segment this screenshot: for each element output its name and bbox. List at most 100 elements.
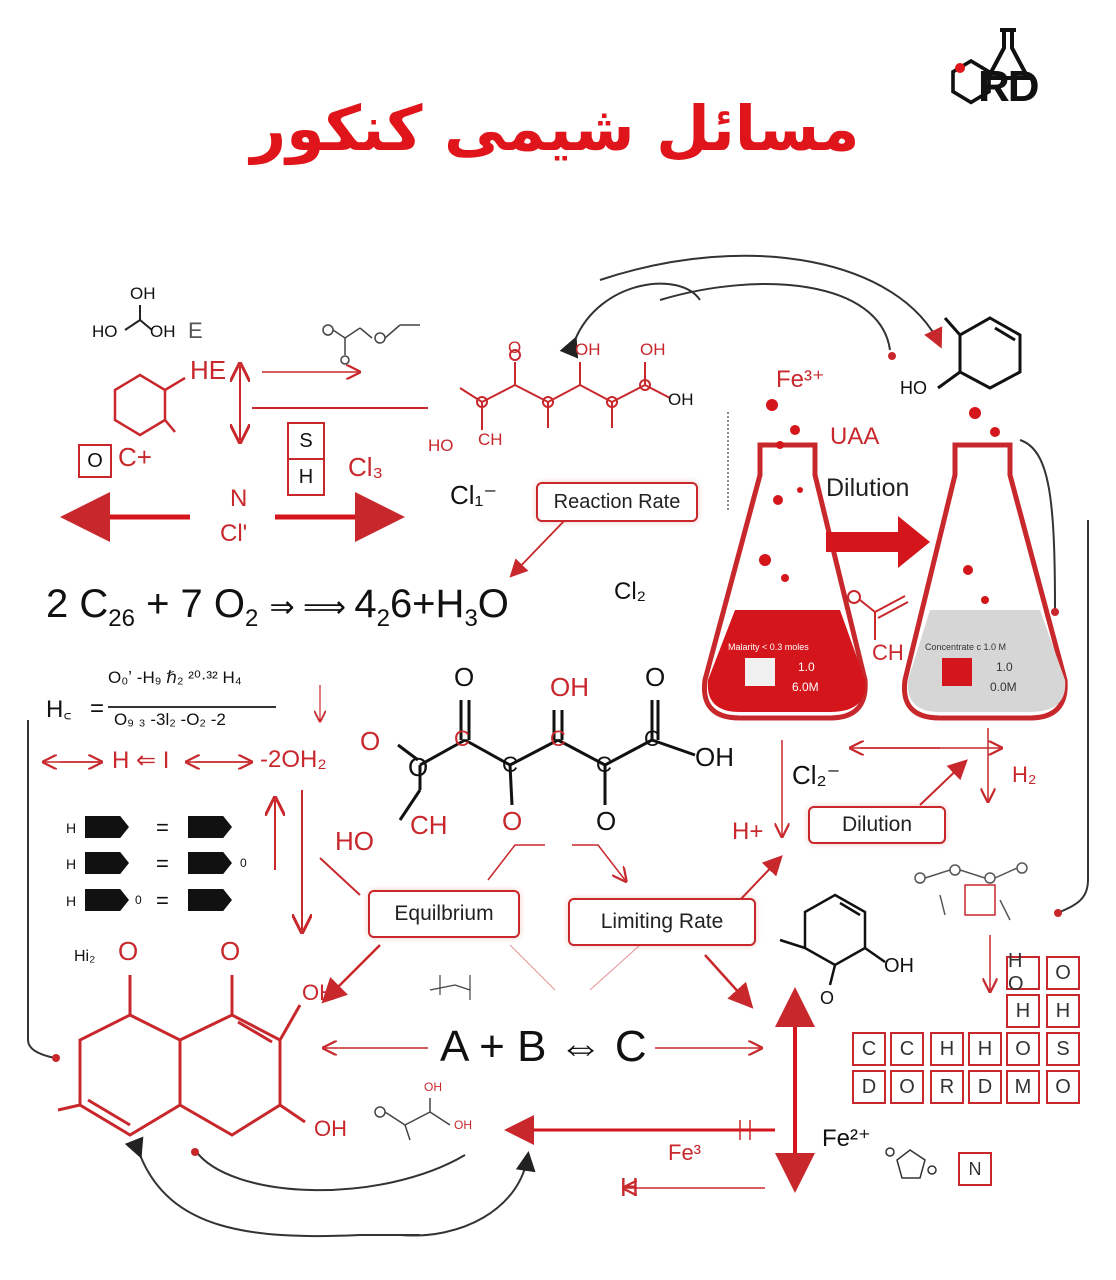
label-hoch-top: HO — [428, 436, 454, 455]
cyclohexenol-top-right — [937, 316, 1022, 390]
label-uaa: UAA — [830, 423, 880, 450]
label-oh-br: OH — [884, 955, 914, 977]
label-o-bl2: O — [220, 936, 241, 966]
cyclohexenol-bottom-right — [779, 893, 886, 986]
label-h-plus: H+ — [732, 818, 764, 845]
label-oh-bl2: OH — [314, 1116, 347, 1141]
tag-arrow-2 — [188, 816, 232, 838]
flask-logo-icon — [951, 28, 1032, 105]
label-20h2: -2OH₂ — [260, 746, 327, 773]
tag-label-h3: H — [66, 893, 77, 909]
label-o-top1: O — [508, 338, 522, 357]
label-fe3: Fe³⁺ — [776, 366, 825, 393]
box-s: S — [287, 422, 325, 460]
center-o-1: O — [454, 662, 475, 692]
box-o: O — [78, 444, 112, 478]
equilibrium-equation: A + B ⇔ C — [440, 1022, 647, 1071]
center-ho: HO — [335, 826, 374, 856]
reaction-rate-box: Reaction Rate — [536, 482, 698, 522]
label-oh-1: OH — [130, 284, 156, 303]
label-ho-right: HO — [900, 378, 927, 398]
label-ch-top: CH — [478, 430, 503, 449]
carbonic-acid-molecule — [124, 305, 153, 331]
dilution-top-label: Dilution — [826, 474, 910, 502]
flask-left-line3: 6.0M — [792, 680, 819, 694]
equilibrium-box: Equilbrium — [368, 890, 520, 938]
center-c-2: C — [550, 726, 566, 751]
center-c-5: C — [596, 752, 612, 777]
center-o-2: O — [645, 662, 666, 692]
fraction-denominator: O₉ ₃ -3l₂ -O₂ -2 — [114, 710, 226, 729]
label-cl-prime: Cl' — [220, 520, 248, 547]
rd-logo: RD — [938, 26, 1058, 122]
fraction-numerator: O₀ʼ -H₉ ℏ₂ ²⁰·³² H₄ — [108, 668, 242, 687]
label-oh-top: OH — [575, 340, 601, 359]
grid-cell-r1c0: H — [1006, 994, 1040, 1028]
tag-o-2: 0 — [135, 893, 142, 907]
label-oh-top3: OH — [668, 390, 694, 409]
label-o-br: O — [820, 988, 835, 1008]
grid-cell-r0c1: O — [1046, 956, 1080, 990]
grid-cell-r2c3: H — [968, 1032, 1002, 1066]
label-cl2-minus: Cl₂⁻ — [792, 760, 841, 790]
label-fe-bottom: Fe³ — [668, 1140, 701, 1165]
box-h: H — [287, 458, 325, 496]
naphthoquinone-molecule — [57, 975, 306, 1137]
dicarboxylic-acid-molecule-center — [397, 700, 696, 821]
grid-cell-r3c1: O — [890, 1070, 924, 1104]
label-oh-bm1: OH — [424, 1080, 442, 1094]
center-ch: CH — [410, 810, 448, 840]
label-ho-1: HO — [92, 322, 118, 341]
tag-eq-3: = — [156, 888, 169, 913]
tag-arrow-5 — [85, 889, 129, 911]
tag-arrow-3 — [85, 852, 129, 874]
center-c-3: C — [644, 726, 660, 751]
tag-arrow-6 — [188, 889, 232, 911]
label-cl3: Cl₃ — [348, 452, 384, 482]
dicarboxylic-acid-molecule-top — [459, 349, 671, 430]
logo-text: RD — [978, 62, 1040, 111]
label-c-plus: C+ — [118, 442, 152, 472]
tag-label-h2: H — [66, 856, 77, 872]
grid-cell-r3c5: O — [1046, 1070, 1080, 1104]
label-o-bl1: O — [118, 936, 139, 966]
label-oh-bm2: OH — [454, 1118, 472, 1132]
label-ch-flask: CH — [872, 640, 904, 665]
label-oh-2: OH — [150, 322, 176, 341]
tag-o-1: 0 — [240, 856, 247, 870]
tag-eq-2: = — [156, 851, 169, 876]
flask-left-line2: 1.0 — [798, 660, 815, 674]
center-c-1: C — [454, 726, 470, 751]
label-h2: H₂ — [1012, 762, 1037, 787]
center-c-4: C — [502, 752, 518, 777]
grid-cell-r2c0: C — [852, 1032, 886, 1066]
center-o-5: O — [502, 806, 523, 836]
grid-cell-r0c0: H O — [1006, 950, 1040, 995]
small-chain-molecule-top — [322, 324, 420, 365]
grid-cell-r3c3: D — [968, 1070, 1002, 1104]
tag-eq-1: = — [156, 815, 169, 840]
grid-cell-r3c2: R — [930, 1070, 964, 1104]
grid-cell-r2c1: C — [890, 1032, 924, 1066]
grid-cell-r3c4: M — [1006, 1070, 1040, 1104]
label-cl-minus: Cl₁⁻ — [450, 480, 498, 510]
center-o-4: O — [408, 752, 429, 782]
grid-cell-r2c5: S — [1046, 1032, 1080, 1066]
label-oh-bl1: OH — [302, 980, 335, 1005]
flask-right — [901, 442, 1068, 721]
tag-label-h1: H — [66, 820, 77, 836]
label-oh-top2: OH — [640, 340, 666, 359]
label-h-minus: H꜀ — [46, 696, 72, 723]
center-oh: OH — [550, 672, 589, 702]
tag-arrow-4 — [188, 852, 232, 874]
center-oh-2: OH — [695, 742, 734, 772]
flask-right-line2: 1.0 — [996, 660, 1013, 674]
grid-cell-r2c2: H — [930, 1032, 964, 1066]
label-hi2: Hi₂ — [74, 948, 96, 965]
tag-arrow-1 — [85, 816, 129, 838]
combustion-equation: 2 C26 + 7 O2 ⇒ ⟹ 426+H3O — [46, 582, 509, 632]
box-n: N — [958, 1152, 992, 1186]
dilution-box: Dilution — [808, 806, 946, 844]
center-o-3: O — [360, 726, 381, 756]
flask-right-line3: 0.0M — [990, 680, 1017, 694]
